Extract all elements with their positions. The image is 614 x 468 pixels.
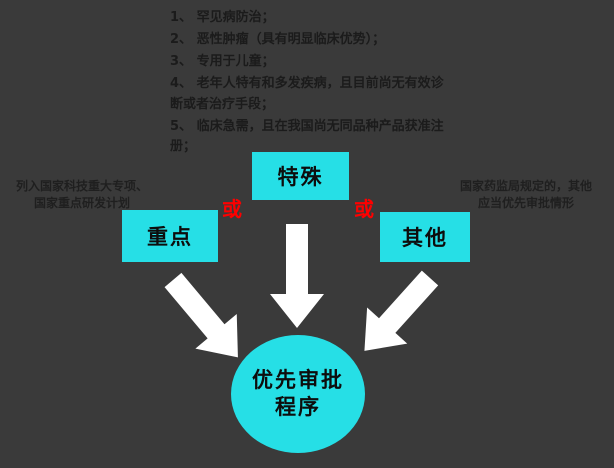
criteria-item-5: 5、 临床急需，且在我国尚无同品种产品获准注册； [170,118,444,154]
right-annotation: 国家药监局规定的，其他 应当优先审批情形 [446,178,606,213]
category-box-special: 特殊 [252,152,349,200]
right-annotation-line2: 应当优先审批情形 [477,196,574,211]
result-circle: 优先审批 程序 [231,335,365,453]
category-box-other: 其他 [380,212,470,262]
or-connector-right: 或 [354,197,374,221]
or-connector-left: 或 [222,197,242,221]
arrow-right-diagonal-icon [364,270,439,351]
criteria-item-4: 4、 老年人特有和多发疾病，且目前尚无有效诊断或者治疗手段； [170,76,444,112]
criteria-item-1: 1、 罕见病防治； [170,10,275,25]
arrow-left-diagonal-icon [164,272,238,358]
criteria-item-3: 3、 专用于儿童； [170,54,275,70]
criteria-list: 1、 罕见病防治； 2、 恶性肿瘤（具有明显临床优势）； 3、 专用于儿童； 4… [170,8,455,159]
category-box-key-label: 重点 [147,225,193,249]
result-circle-line2: 程序 [275,395,321,419]
category-box-other-label: 其他 [402,226,448,250]
left-annotation-line1: 列入国家科技重大专项、 [15,179,148,193]
category-box-special-label: 特殊 [277,165,324,189]
result-circle-line1: 优先审批 [252,367,344,392]
left-annotation: 列入国家科技重大专项、 国家重点研发计划 [2,178,162,213]
criteria-item-2: 2、 恶性肿瘤（具有明显临床优势）； [170,32,386,48]
right-annotation-line1: 国家药监局规定的，其他 [459,179,592,193]
category-box-key: 重点 [122,210,218,262]
left-annotation-line2: 国家重点研发计划 [33,196,130,211]
arrow-center-down-icon [270,224,324,328]
